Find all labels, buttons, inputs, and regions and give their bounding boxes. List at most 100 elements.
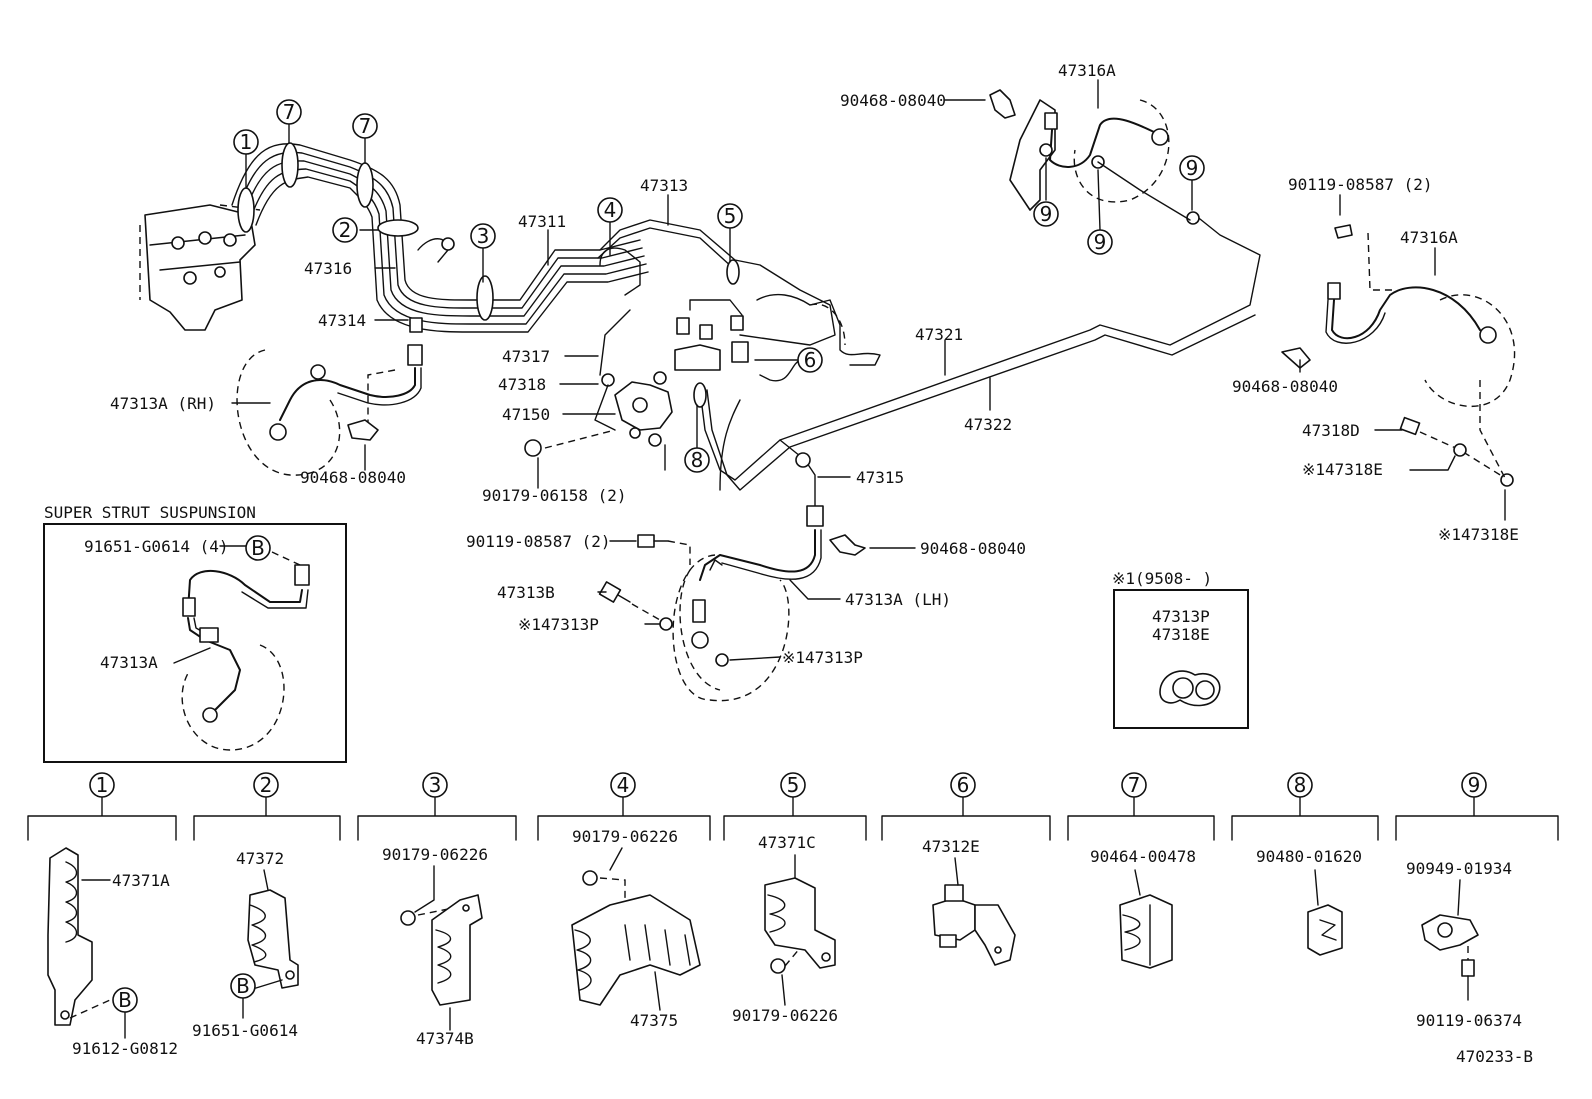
super-strut-bolt-label: 91651-G0614 (4): [84, 537, 229, 556]
legend-6-part-a: 47312E: [922, 837, 980, 856]
front-hose-rh: [236, 317, 423, 476]
rear-brake-line-47321: [693, 214, 1261, 491]
callout-9-main-b: 9: [1033, 201, 1059, 227]
figure-id: 470233-B: [1456, 1047, 1533, 1066]
legend-2-part-a: 47372: [236, 849, 284, 868]
callout-8-main: 8: [684, 447, 710, 473]
label-47316: 47316: [304, 259, 352, 278]
svg-text:B: B: [251, 536, 265, 560]
super-strut-panel: SUPER STRUT SUSPUNSION 91651-G0614 (4) B…: [43, 503, 347, 763]
callout-3-main: 3: [470, 223, 496, 249]
svg-text:2: 2: [260, 773, 273, 797]
legend-part-clip-90480-01620: [1307, 869, 1343, 956]
svg-text:8: 8: [1294, 773, 1307, 797]
callout-2-main: 2: [332, 217, 358, 243]
legend-7-part-a: 90464-00478: [1090, 847, 1196, 866]
legend-9-part-a: 90949-01934: [1406, 859, 1512, 878]
svg-text:9: 9: [1468, 773, 1481, 797]
label-90119-08587-right: 90119-08587 (2): [1288, 175, 1433, 194]
legend-part-clamp-47371A: [47, 847, 126, 1039]
legend-num-5: 5: [780, 772, 806, 798]
note-box: ※1(9508- ) 47313P 47318E: [1112, 569, 1249, 729]
label-47311: 47311: [518, 212, 566, 231]
callout-6-main: 6: [797, 347, 823, 373]
label-47322: 47322: [964, 415, 1012, 434]
label-47318D: 47318D: [1302, 421, 1360, 440]
legend-num-8: 8: [1287, 772, 1313, 798]
svg-text:1: 1: [240, 130, 253, 154]
legend-part-junction-47312E: [932, 857, 1016, 966]
legend-num-6: 6: [950, 772, 976, 798]
three-way-junction: [674, 293, 881, 382]
callout-7-main-a: 7: [276, 99, 302, 125]
super-strut-ref-b: B: [245, 535, 271, 561]
legend-part-clamp-47372: [242, 869, 299, 1019]
legend-4-part-a: 90179-06226: [572, 827, 678, 846]
proportioning-valve-47150: [544, 309, 673, 471]
legend-5-part-b: 90179-06226: [732, 1006, 838, 1025]
svg-text:4: 4: [617, 773, 630, 797]
label-90468-08040-top: 90468-08040: [840, 91, 946, 110]
legend-1-part-a: 47371A: [112, 871, 170, 890]
label-147313P-a: ※147313P: [518, 615, 599, 634]
legend-3-part-a: 90179-06226: [382, 845, 488, 864]
label-90119-08587-mid: 90119-08587 (2): [466, 532, 611, 551]
legend-part-clamp-90949-01934: [1421, 879, 1479, 1001]
label-47150: 47150: [502, 405, 550, 424]
label-147318E-a: ※147318E: [1302, 460, 1383, 479]
svg-text:B: B: [118, 988, 132, 1012]
label-47317: 47317: [502, 347, 550, 366]
line-47313: [597, 219, 836, 346]
svg-text:9: 9: [1040, 202, 1053, 226]
label-47313B: 47313B: [497, 583, 555, 602]
svg-text:7: 7: [283, 100, 296, 124]
svg-text:7: 7: [359, 114, 372, 138]
legend-1-part-b: 91612-G0812: [72, 1039, 178, 1058]
legend-2-ref-b: B: [230, 973, 256, 999]
legend-part-clamp-47375: [571, 847, 701, 1011]
callout-9-main-c: 9: [1087, 229, 1113, 255]
label-47314: 47314: [318, 311, 366, 330]
label-47313: 47313: [640, 176, 688, 195]
legend-part-clamp-90464-00478: [1119, 869, 1173, 969]
legend-num-9: 9: [1461, 772, 1487, 798]
label-47313A-LH: 47313A (LH): [845, 590, 951, 609]
bolts-mid: [598, 534, 866, 621]
label-47316A-top: 47316A: [1058, 61, 1116, 80]
label-47313A-RH: 47313A (RH): [110, 394, 216, 413]
legend-4-part-b: 47375: [630, 1011, 678, 1030]
legend-num-2: 2: [253, 772, 279, 798]
legend-num-7: 7: [1121, 772, 1147, 798]
svg-text:B: B: [236, 974, 250, 998]
legend-num-1: 1: [89, 772, 115, 798]
label-147313P-b: ※147313P: [782, 648, 863, 667]
legend-row: 1 2 3 4 5 6 7 8 9 47371A B 91612-G0812 4…: [27, 772, 1559, 1058]
note-line-2: 47318E: [1152, 625, 1210, 644]
callout-4-main: 4: [597, 197, 623, 223]
label-90179-06158: 90179-06158 (2): [482, 486, 627, 505]
svg-text:9: 9: [1094, 230, 1107, 254]
legend-part-clamp-47371C: [764, 854, 836, 1006]
svg-text:4: 4: [604, 198, 617, 222]
label-47316A-right: 47316A: [1400, 228, 1458, 247]
legend-1-ref-b: B: [112, 987, 138, 1013]
svg-text:2: 2: [339, 218, 352, 242]
legend-9-part-b: 90119-06374: [1416, 1011, 1522, 1030]
rear-right-area: [989, 89, 1200, 225]
label-147318E-b: ※147318E: [1438, 525, 1519, 544]
brake-line-bundle: [231, 142, 649, 333]
callout-9-main-a: 9: [1179, 155, 1205, 181]
svg-text:5: 5: [724, 204, 737, 228]
svg-text:5: 5: [787, 773, 800, 797]
abs-actuator-unit: [139, 204, 261, 331]
rear-left-area: [1281, 224, 1516, 487]
label-90468-08040-left: 90468-08040: [300, 468, 406, 487]
callout-1-main: 1: [233, 129, 259, 155]
legend-8-part-a: 90480-01620: [1256, 847, 1362, 866]
label-90468-08040-mid: 90468-08040: [920, 539, 1026, 558]
bolt-90179-06158: [524, 439, 542, 457]
label-47315: 47315: [856, 468, 904, 487]
svg-text:7: 7: [1128, 773, 1141, 797]
legend-2-part-b: 91651-G0614: [192, 1021, 298, 1040]
